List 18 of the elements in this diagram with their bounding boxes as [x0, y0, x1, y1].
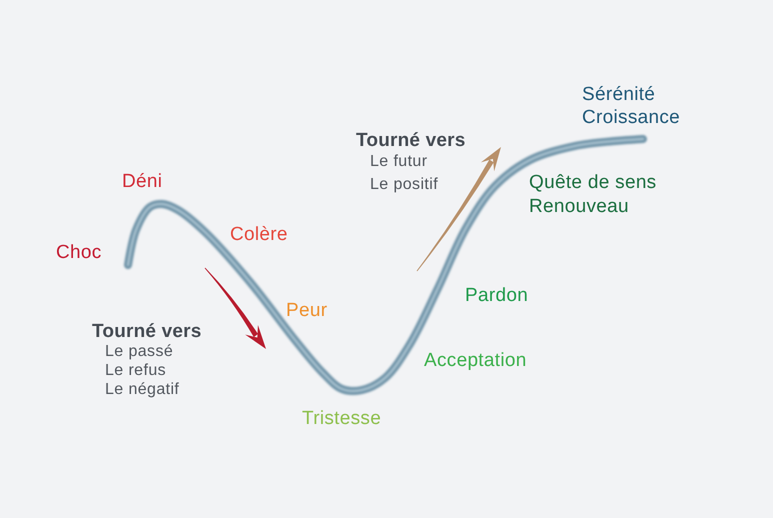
stage-label: Colère: [230, 224, 288, 246]
annotation-item: Le passé: [105, 342, 174, 362]
annotation-item: Le positif: [370, 175, 438, 195]
stage-label: Quête de sens: [529, 172, 656, 194]
stage-label: Déni: [122, 170, 162, 194]
stage-label: Sérénité: [582, 84, 656, 106]
stage-label: Tristesse: [302, 408, 382, 430]
annotation-heading: Tourné vers: [356, 130, 466, 152]
stage-label: Renouveau: [529, 196, 629, 218]
annotation-item: Le refus: [105, 361, 166, 381]
stage-label: Peur: [286, 300, 328, 322]
annotation-heading: Tourné vers: [92, 320, 202, 344]
stage-label: Choc: [56, 242, 102, 264]
stage-label: Pardon: [465, 284, 528, 308]
annotation-item: Le négatif: [105, 380, 180, 400]
stage-label: Croissance: [582, 106, 680, 130]
stage-label: Acceptation: [424, 350, 527, 372]
annotation-item: Le futur: [370, 152, 428, 172]
